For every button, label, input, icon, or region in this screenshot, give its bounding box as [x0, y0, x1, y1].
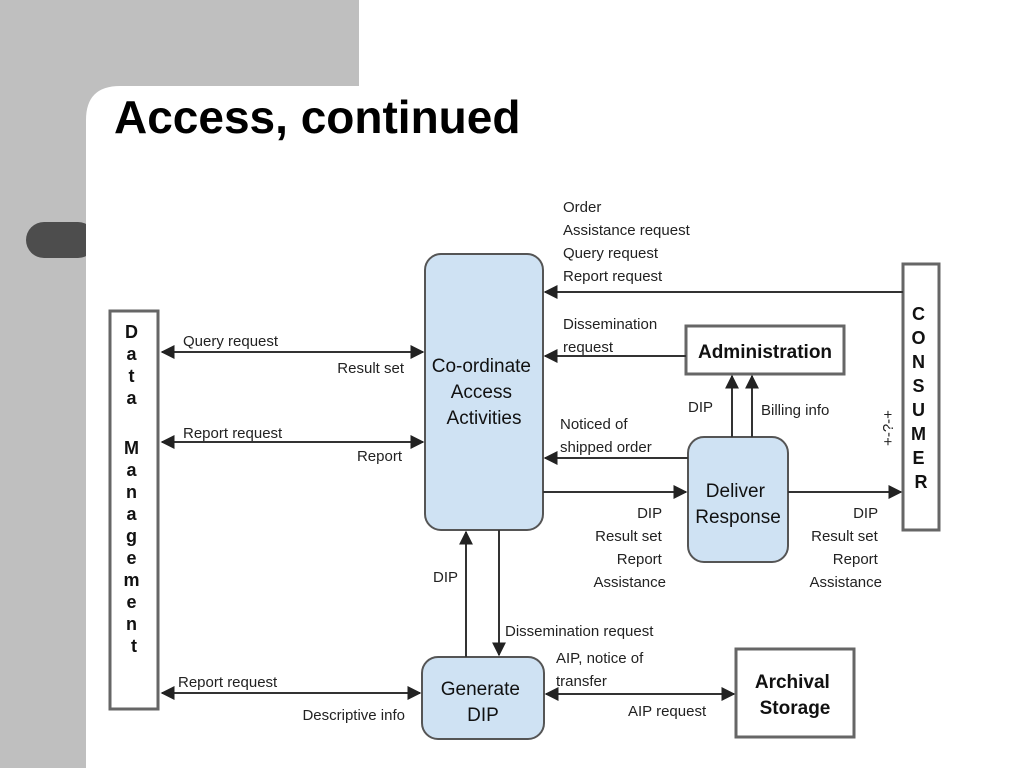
administration-label: Administration	[698, 342, 832, 363]
archival-line-2: Storage	[760, 698, 831, 719]
report-label: Report	[357, 448, 403, 465]
svg-text:C O N S U: C O N S U M E R	[911, 304, 931, 492]
noticed-shipped-1: Noticed of	[560, 416, 628, 433]
coordinate-line-1: Co-ordinate	[432, 356, 531, 377]
archival-line-1: Archival	[755, 672, 830, 693]
svg-text:Co-ordinate Access Act: Co-ordinate Access Activities	[432, 356, 537, 429]
aip-notice-2: transfer	[556, 673, 607, 690]
coordinate-line-3: Activities	[447, 408, 522, 429]
deliver-out-report: Report	[833, 551, 879, 568]
admin-dip-label: DIP	[688, 399, 713, 416]
svg-text:Generate DIP: Generate DIP	[441, 679, 526, 726]
deliver-out-assistance: Assistance	[809, 574, 882, 591]
descriptive-info-label: Descriptive info	[302, 707, 405, 724]
content-panel	[86, 0, 1024, 768]
dissemination-request-admin-1: Dissemination	[563, 316, 657, 333]
consumer-request-query: Query request	[563, 245, 659, 262]
aip-notice-1: AIP, notice of	[556, 650, 644, 667]
consumer-request-assistance: Assistance request	[563, 222, 691, 239]
consumer-box	[901, 262, 941, 532]
svg-text:D a t a M: D a t a M a n a g e m e n t	[123, 322, 144, 656]
deliver-out-result-set: Result set	[811, 528, 879, 545]
deliver-in-dip: DIP	[637, 505, 662, 522]
svg-text:Dissemination request: Dissemination request	[563, 316, 661, 356]
svg-text:DIP Result set Report: DIP Result set Report Assistance	[809, 505, 882, 591]
archival-storage-box	[734, 647, 856, 739]
generate-dip-box	[421, 656, 545, 740]
deliver-line-2: Response	[695, 507, 781, 528]
svg-text:Archival Storage: Archival Storage	[755, 672, 835, 719]
dip-up-label: DIP	[433, 569, 458, 586]
coordinate-line-2: Access	[451, 382, 512, 403]
deliver-in-result-set: Result set	[595, 528, 663, 545]
generate-line-1: Generate	[441, 679, 520, 700]
deliver-line-1: Deliver	[706, 481, 766, 502]
accent-tab	[26, 222, 96, 258]
query-request-label: Query request	[183, 333, 279, 350]
result-set-label: Result set	[337, 360, 405, 377]
slide-title: Access, continued	[114, 91, 521, 143]
deliver-response-box	[687, 436, 789, 563]
deliver-out-dip: DIP	[853, 505, 878, 522]
administration-box	[684, 324, 846, 376]
deliver-in-report: Report	[617, 551, 663, 568]
report-request-dm-label: Report request	[183, 425, 283, 442]
svg-text:Order Assistance request: Order Assistance request Query request R…	[563, 199, 694, 285]
dissemination-request-gen-label: Dissemination request	[505, 623, 654, 640]
coordinate-access-box	[424, 253, 544, 531]
noticed-shipped-2: shipped order	[560, 439, 652, 456]
consumer-mark: +-?-+	[880, 410, 897, 446]
svg-text:Noticed of shipped order: Noticed of shipped order	[560, 416, 652, 456]
data-management-box	[108, 309, 160, 711]
deliver-in-assistance: Assistance	[593, 574, 666, 591]
svg-text:AIP, notice of transfer: AIP, notice of transfer	[556, 650, 647, 690]
generate-line-2: DIP	[467, 705, 499, 726]
consumer-request-report: Report request	[563, 268, 663, 285]
svg-text:DIP Result set Report: DIP Result set Report Assistance	[593, 505, 666, 591]
aip-request-label: AIP request	[628, 703, 707, 720]
svg-text:Deliver Response: Deliver Response	[695, 481, 781, 528]
billing-info-label: Billing info	[761, 402, 829, 419]
dissemination-request-admin-2: request	[563, 339, 614, 356]
consumer-request-order: Order	[563, 199, 601, 216]
report-request-gen-label: Report request	[178, 674, 278, 691]
